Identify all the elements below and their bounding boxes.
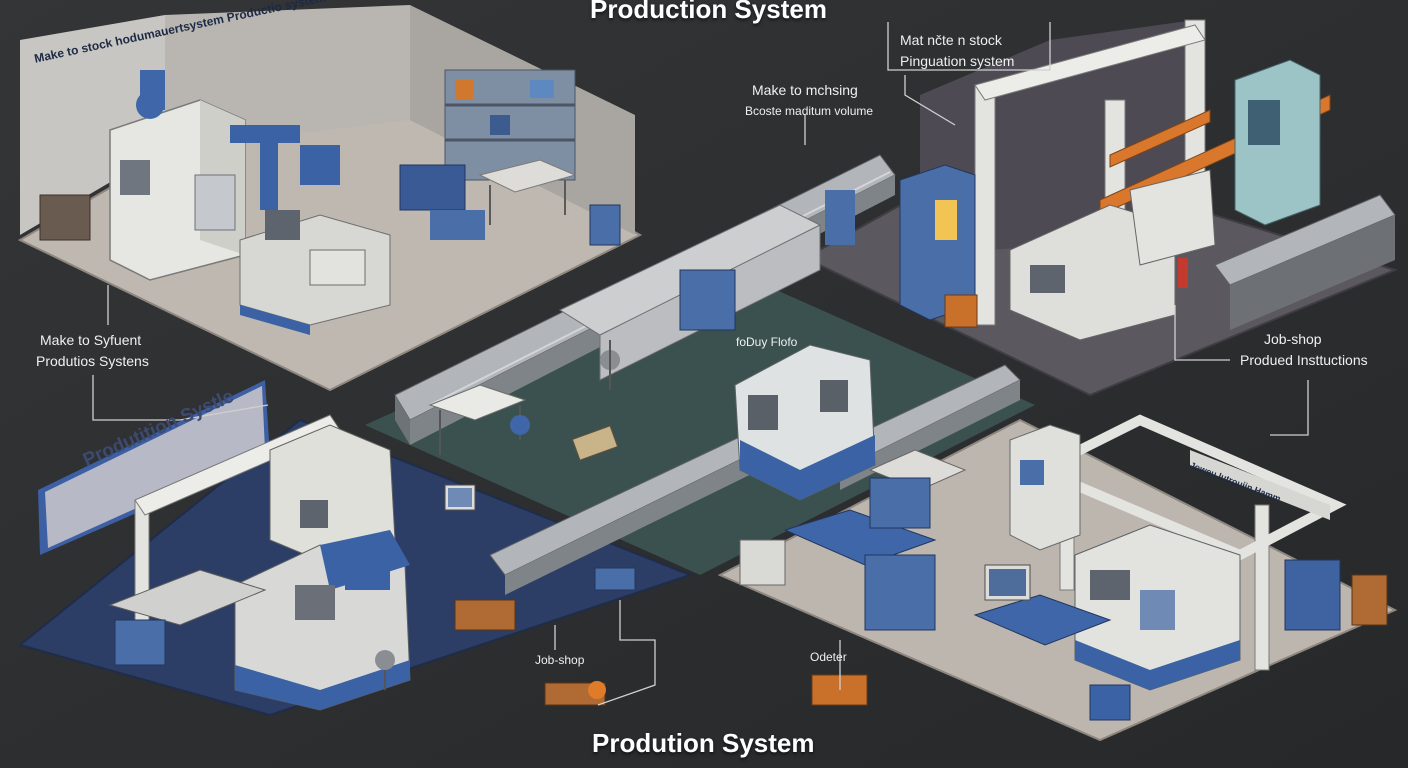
desk-center: [428, 340, 620, 455]
label-job-shop-bottom: Job-shop: [535, 653, 585, 667]
wall-production-face: [45, 386, 265, 548]
red-extinguisher: [1178, 258, 1188, 288]
shelving-rack: [444, 69, 576, 181]
blue-cabinet-job-shop: [1284, 559, 1388, 631]
label-mtm-line1: Make to mchsing: [752, 82, 858, 98]
floor-teal-shop: [365, 265, 1035, 575]
label-job-right-line2: Produed Insttuctions: [1240, 352, 1368, 368]
chair-left: [375, 650, 395, 690]
wall-job-shop: [1190, 450, 1330, 520]
desk-job-shop-2: [739, 509, 937, 631]
label-left-line2: Produtios Systens: [36, 353, 149, 369]
desk-job-shop-3: [868, 449, 967, 529]
label-order: Odeter: [810, 650, 847, 664]
desk-job-shop: [973, 564, 1112, 646]
label-left-systems: Make to Syfuent Produtios Systens: [36, 330, 149, 372]
title-bottom: Prodution System: [592, 728, 815, 758]
cabinet-job-shop: [1009, 424, 1081, 551]
cnc-machine-left-blue: [234, 530, 411, 711]
blue-bin-job-shop: [1089, 684, 1131, 721]
orange-crate-right: [944, 294, 978, 328]
label-mts-callout: Mat nčte n stock Pinguation system: [900, 30, 1014, 72]
cnc-machine-white: [109, 70, 246, 281]
cnc-machine-left-big: [269, 424, 396, 566]
label-job-right-line1: Job-shop: [1264, 331, 1322, 347]
conveyor-right: [1214, 194, 1396, 330]
blue-bins-cart: [399, 164, 621, 246]
title-top: Production System: [590, 0, 827, 24]
workbench-left: [108, 569, 267, 666]
label-mtm-line2: Bcoste maditum volume: [745, 104, 874, 118]
cnc-machine-teal: [1234, 59, 1321, 226]
floor-mat: [571, 425, 619, 461]
pallet-job-shop: [454, 567, 636, 631]
label-make-to-machining: Make to mchsing Bcoste maditum volume: [745, 80, 873, 122]
label-floor: foDuy Flofo: [736, 335, 798, 349]
label-mts-callout-line1: Mat nčte n stock: [900, 32, 1002, 48]
wall-mts-back: [20, 15, 165, 235]
cnc-machine-right-white: [1009, 169, 1216, 341]
label-left-line1: Make to Syfuent: [40, 332, 142, 348]
callout-lines: [92, 22, 1309, 706]
small-table: [478, 159, 577, 225]
robot-arm: [230, 125, 340, 210]
monitor-left: [444, 484, 476, 511]
cnc-machine-center: [734, 344, 876, 501]
blue-cart-floor: [679, 269, 736, 331]
label-mts-callout-line2: Pinguation system: [900, 53, 1015, 69]
workstation-grey: [239, 210, 391, 335]
cnc-machine-job-shop: [1074, 524, 1241, 691]
blue-machine-right: [899, 164, 976, 321]
label-job-shop-right: Job-shop Produed Insttuctions: [1240, 329, 1368, 371]
mts-crate: [39, 194, 91, 241]
